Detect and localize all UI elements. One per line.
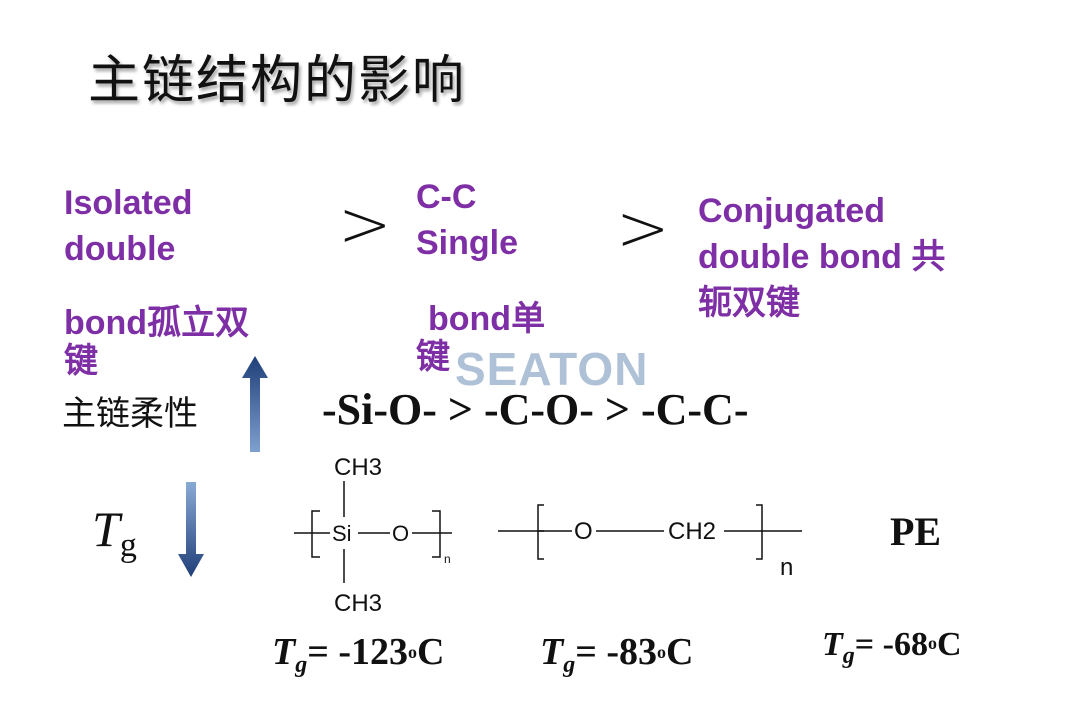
ranking-item-single: C-C Single xyxy=(416,174,518,266)
greater-than-2: > xyxy=(616,192,670,266)
siloxane-ch3-bottom: CH3 xyxy=(334,590,382,617)
polyether-ch2: CH2 xyxy=(668,518,716,545)
arrow-down-icon xyxy=(178,482,204,577)
pe-label: PE xyxy=(890,509,942,554)
tg-value-unit: C xyxy=(666,631,694,673)
siloxane-structure: CH3 Si O n CH3 xyxy=(294,454,452,617)
tg-value-T: T xyxy=(272,631,296,673)
tg-symbol-g: g xyxy=(119,527,137,564)
tg-value-g: g xyxy=(842,643,855,669)
ranking-item-isolated-cont: bond孤立双 键 xyxy=(64,300,249,384)
tg-value-pe: Tg= -68oC xyxy=(822,626,962,670)
siloxane-o: O xyxy=(392,521,409,546)
polyether-n: n xyxy=(780,554,793,581)
ranking-item-conjugated: Conjugated double bond 共 轭双键 xyxy=(698,188,945,326)
single-line3: bond单 xyxy=(428,300,546,338)
tg-value-number: = -68 xyxy=(854,626,928,663)
tg-value-polyether: Tg= -83oC xyxy=(540,630,693,679)
isolated-line1: Isolated xyxy=(64,184,193,222)
greater-than-1: > xyxy=(338,188,392,262)
tg-value-number: = -123 xyxy=(307,631,409,673)
siloxane-ch3-top: CH3 xyxy=(334,454,382,481)
page-title: 主链结构的影响 xyxy=(88,51,467,111)
tg-value-g: g xyxy=(295,652,308,678)
ranking-item-single-cont: bond单 键 xyxy=(416,296,545,380)
siloxane-si: Si xyxy=(332,521,352,546)
conjugated-line1: Conjugated xyxy=(698,192,885,230)
polyether-structure: O CH2 n xyxy=(498,504,802,581)
tg-value-degree: o xyxy=(657,642,667,662)
tg-symbol-T: T xyxy=(92,501,120,557)
isolated-line2: double xyxy=(64,230,176,268)
siloxane-n: n xyxy=(444,552,451,566)
conjugated-line2: double bond 共 xyxy=(698,238,946,276)
flexibility-order: -Si-O- > -C-O- > -C-C- xyxy=(322,385,749,434)
single-line2: Single xyxy=(416,224,519,262)
tg-value-degree: o xyxy=(927,633,937,653)
arrow-up-icon xyxy=(242,356,268,452)
tg-value-T: T xyxy=(822,626,843,663)
tg-value-degree: o xyxy=(408,642,418,662)
ranking-item-isolated: Isolated double xyxy=(64,180,192,272)
watermark-logo: SEATON xyxy=(455,343,649,395)
flexibility-label: 主链柔性 xyxy=(62,394,198,434)
conjugated-line3: 轭双键 xyxy=(698,284,800,322)
tg-value-unit: C xyxy=(417,631,445,673)
tg-value-number: = -83 xyxy=(575,631,658,673)
isolated-line3: bond孤立双 xyxy=(64,304,250,342)
isolated-line4: 键 xyxy=(64,342,98,380)
polyether-o: O xyxy=(574,518,593,545)
tg-symbol: Tg xyxy=(92,500,137,565)
tg-value-siloxane: Tg= -123oC xyxy=(272,630,444,679)
tg-value-g: g xyxy=(563,652,576,678)
tg-value-T: T xyxy=(540,631,564,673)
single-line1: C-C xyxy=(416,178,477,216)
tg-value-unit: C xyxy=(936,626,962,663)
single-line4: 键 xyxy=(416,338,450,376)
